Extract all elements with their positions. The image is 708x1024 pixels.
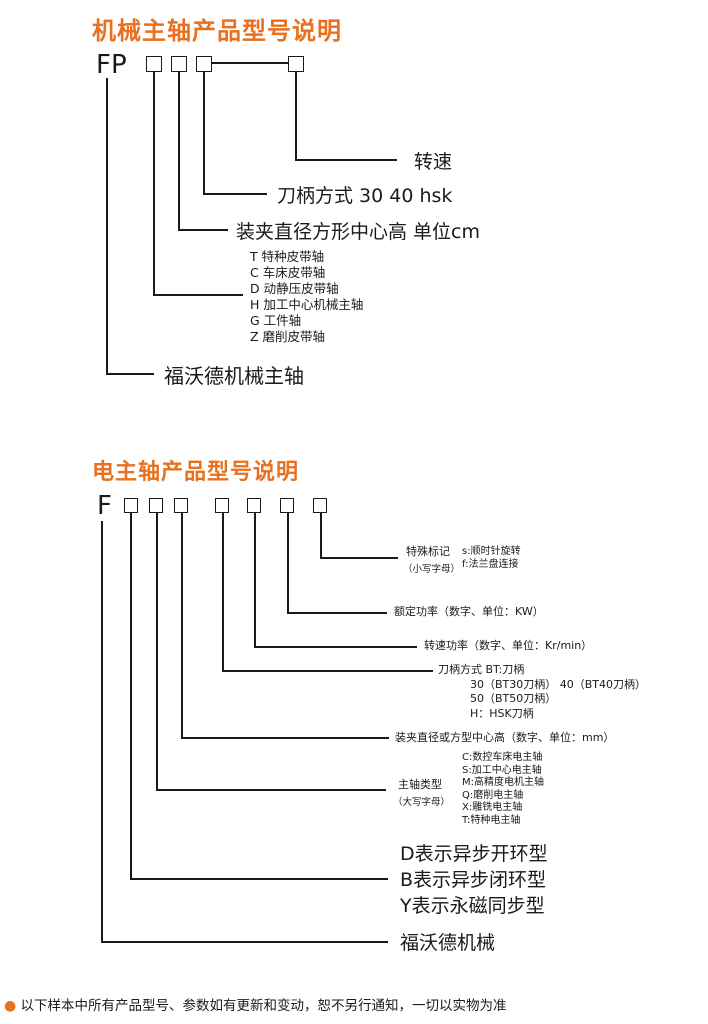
code-box-spindle-type: [149, 498, 163, 513]
type-item: Z 磨削皮带轴: [250, 329, 326, 344]
leader-motor: [130, 513, 132, 880]
type-item: T 特种皮带轴: [250, 249, 325, 264]
code-box-holder: [215, 498, 229, 513]
motor-type-list: D表示异步开环型 B表示异步闭环型 Y表示永磁同步型: [400, 841, 548, 919]
leader-brand-h: [106, 373, 154, 375]
leader-clamp: [181, 513, 183, 739]
label-clamp2: 装夹直径或方型中心高（数字、单位：mm）: [395, 731, 615, 744]
leader-brand: [106, 78, 108, 375]
leader-speed: [254, 513, 256, 648]
code-box-motor: [124, 498, 138, 513]
footer-note: 以下样本中所有产品型号、参数如有更新和变动，恕不另行通知，一切以实物为准: [20, 998, 507, 1014]
code-box-type: [146, 56, 162, 72]
type-item: H 加工中心机械主轴: [250, 297, 364, 312]
leader-clamp-h: [181, 737, 389, 739]
label-spindle-type-sub: （大写字母）: [393, 797, 451, 808]
code-box-power: [280, 498, 294, 513]
leader-holder-h: [203, 193, 267, 195]
type-item: C 车床皮带轴: [250, 265, 326, 280]
section1-title: 机械主轴产品型号说明: [92, 17, 342, 45]
motor-type-item: B表示异步闭环型: [400, 869, 547, 891]
leader-special-h: [320, 557, 398, 559]
label-speed: 转速: [414, 151, 453, 173]
leader-clamp: [178, 72, 180, 231]
holder-line: 50（BT50刀柄）: [470, 692, 557, 705]
leader-type-h: [153, 294, 243, 296]
leader-holder-h: [222, 670, 433, 672]
label-special: 特殊标记: [406, 545, 450, 558]
spindle-type-option: C:数控车床电主轴: [462, 752, 543, 763]
code-box-speed: [288, 56, 304, 72]
label-special-sub: （小写字母）: [403, 564, 461, 575]
leader-speed: [295, 72, 297, 161]
type-item: D 动静压皮带轴: [250, 281, 339, 296]
special-option: f:法兰盘连接: [462, 558, 519, 570]
spindle-type-option: T:特种电主轴: [462, 814, 521, 826]
code-box-clamp: [174, 498, 188, 513]
spindle-type-option: M:高精度电机主轴: [462, 777, 544, 789]
code-box-special: [313, 498, 327, 513]
holder-list: 刀柄方式 BT:刀柄 30（BT30刀柄） 40（BT40刀柄） 50（BT50…: [438, 663, 646, 721]
label-speed2: 转速功率（数字、单位：Kr/min）: [424, 639, 593, 652]
bullet-icon: ●: [4, 998, 17, 1014]
footer-note-row: ● 以下样本中所有产品型号、参数如有更新和变动，恕不另行通知，一切以实物为准: [4, 994, 507, 1014]
label-power: 额定功率（数字、单位：KW）: [394, 605, 544, 618]
type-list: T 特种皮带轴 C 车床皮带轴 D 动静压皮带轴 H 加工中心机械主轴 G 工件…: [250, 249, 363, 345]
code-box-holder: [196, 56, 212, 72]
spindle-type-option: S:加工中心电主轴: [462, 764, 542, 776]
leader-spindle-type: [156, 513, 158, 791]
code-box-clamp: [171, 56, 187, 72]
label-brand: 福沃德机械主轴: [164, 364, 304, 388]
leader-holder: [203, 72, 205, 195]
section2-prefix: F: [97, 491, 112, 521]
leader-brand2-h: [101, 941, 388, 943]
code-box-speed: [247, 498, 261, 513]
label-clamp: 装夹直径方形中心高 单位cm: [236, 221, 480, 243]
leader-speed-h: [295, 159, 397, 161]
label-spindle-type: 主轴类型: [398, 778, 442, 791]
spindle-type-options: C:数控车床电主轴 S:加工中心电主轴 M:高精度电机主轴 Q:磨削电主轴 X:…: [462, 752, 544, 828]
box-connector: [212, 62, 288, 64]
section1-prefix: FP: [96, 50, 127, 80]
leader-power: [287, 513, 289, 614]
spindle-type-option: Q:磨削电主轴: [462, 789, 524, 801]
type-item: G 工件轴: [250, 313, 302, 328]
leader-holder: [222, 513, 224, 672]
special-option: s:顺时针旋转: [462, 546, 521, 557]
leader-clamp-h: [178, 229, 228, 231]
section2-title: 电主轴产品型号说明: [92, 460, 300, 485]
label-holder: 刀柄方式 30 40 hsk: [277, 185, 453, 207]
motor-type-item: Y表示永磁同步型: [400, 895, 545, 917]
leader-motor-h: [130, 878, 388, 880]
label-brand2: 福沃德机械: [400, 932, 496, 954]
leader-brand2: [101, 521, 103, 943]
holder-line: 30（BT30刀柄） 40（BT40刀柄）: [470, 677, 647, 691]
leader-special: [320, 513, 322, 559]
holder-line: H：HSK刀柄: [470, 706, 534, 720]
holder-line: 刀柄方式 BT:刀柄: [438, 663, 525, 676]
special-options: s:顺时针旋转 f:法兰盘连接: [462, 546, 521, 571]
leader-spindle-type-h: [156, 789, 386, 791]
spindle-type-option: X:雕铣电主轴: [462, 802, 523, 814]
leader-type: [153, 72, 155, 296]
leader-speed-h: [254, 646, 417, 648]
leader-power-h: [287, 612, 387, 614]
motor-type-item: D表示异步开环型: [400, 843, 548, 865]
